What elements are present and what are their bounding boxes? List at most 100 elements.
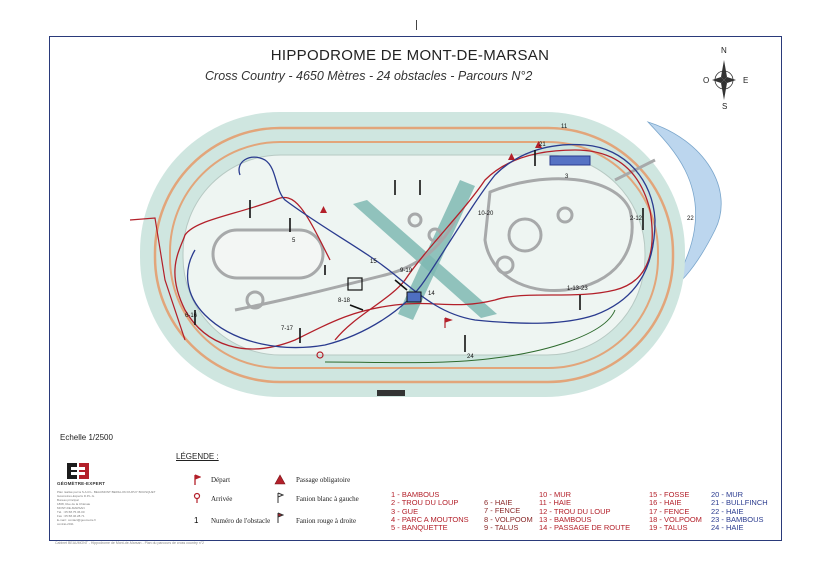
legend-white-flag: Fanion blanc à gauche — [296, 495, 359, 503]
map-label: 3 — [565, 174, 569, 180]
compass-star-icon — [712, 60, 736, 100]
legend-mandatory-passage: Passage obligatoire — [296, 476, 351, 484]
start-flag-icon — [194, 474, 201, 485]
obstacle-item: 22 - HAIE — [711, 506, 744, 516]
obstacle-item: 2 - TROU DU LOUP — [391, 498, 459, 508]
obstacle-list-col2: 6 - HAIE 7 - FENCE 8 - VOLPOOM 9 - TALUS — [484, 498, 533, 532]
map-scale: Echelle 1/2500 — [60, 433, 113, 442]
obstacle-item: 20 - MUR — [711, 490, 744, 499]
compass-south: S — [722, 102, 728, 111]
track-rail-inner — [169, 141, 659, 369]
company-details: Plan réalisé par la S.A.R.L. BEAUMONT BE… — [57, 490, 157, 526]
map-label: 21 — [539, 142, 546, 148]
inner-track-left — [211, 228, 325, 280]
obstacle-item: 18 - VOLPOOM — [649, 514, 702, 524]
red-route — [174, 149, 653, 350]
mandatory-passage-icon — [535, 141, 542, 148]
mandatory-passage-icon — [508, 153, 515, 160]
red-flag-icon — [277, 512, 284, 523]
map-label: 22 — [687, 216, 694, 222]
legend-title: LÉGENDE : — [176, 452, 219, 461]
obstacle-item: 13 - BAMBOUS — [539, 514, 592, 524]
course-map: 11 21 3 10-20 2-12 22 5 15 9-19 14 8-18 … — [129, 112, 722, 397]
obstacle-item: 9 - TALUS — [484, 522, 519, 532]
map-label: 11 — [561, 124, 568, 130]
company-line: E-mail : contact@geometre.fr — [57, 518, 97, 522]
obstacle-item: 23 - BAMBOUS — [711, 514, 764, 524]
company-line: Bureau principal — [57, 498, 79, 502]
company-line: Géomètres-Experts D.P.L.G. — [57, 494, 95, 498]
legend-start: Départ — [211, 476, 231, 484]
compass-west: O — [703, 76, 710, 85]
company-line: contrat-2011 — [57, 522, 74, 526]
water-jump — [549, 155, 591, 166]
obstacle-item: 4 - PARC A MOUTONS — [391, 514, 469, 524]
compass-north: N — [721, 46, 727, 55]
white-flag-icon — [277, 492, 284, 503]
obstacle-list-col4: 15 - FOSSE 16 - HAIE 17 - FENCE 18 - VOL… — [649, 490, 702, 533]
path-loop — [407, 212, 423, 228]
company-line: MONT-DE-MARSAN — [57, 506, 85, 510]
compass-east: E — [743, 76, 749, 85]
company-line: 1868, Rue de la Chênaie — [57, 502, 91, 506]
map-label: 14 — [428, 291, 435, 297]
obstacle-item: 24 - HAIE — [711, 523, 744, 533]
legend-finish: Arrivée — [211, 495, 233, 503]
obstacle-item: 12 - TROU DU LOUP — [539, 506, 611, 516]
geometre-expert-logo-icon — [67, 463, 89, 479]
obstacle-item: 14 - PASSAGE DE ROUTE — [539, 523, 631, 533]
legend-obstacle-number: Numéro de l'obstacle — [211, 517, 271, 525]
obstacle-item: 19 - TALUS — [649, 523, 688, 533]
obstacle-item: 1 - BAMBOUS — [391, 490, 440, 499]
map-label: 8-18 — [338, 298, 351, 304]
obstacle-item: 7 - FENCE — [484, 506, 521, 516]
legend-red-flag: Fanion rouge à droite — [296, 517, 357, 525]
obstacle-item: 10 - MUR — [539, 490, 572, 499]
green-route — [324, 309, 616, 364]
obstacle-list-col5: 20 - MUR 21 - BULLFINCH 22 - HAIE 23 - B… — [711, 490, 768, 533]
logo-text: GÉOMÈTRE-EXPERT — [57, 481, 106, 486]
company-line: Fax : 05.58.46.28.71 — [57, 514, 85, 518]
obstacle-item: 21 - BULLFINCH — [711, 498, 768, 508]
obstacle-item: 17 - FENCE — [649, 506, 690, 516]
obstacle-number-icon: 1 — [194, 516, 199, 525]
start-flag-icon — [444, 317, 453, 328]
obstacle-box — [347, 277, 363, 291]
map-label: 15 — [370, 259, 377, 265]
company-line: Plan réalisé par la S.A.R.L. BEAUMONT BE… — [57, 490, 156, 494]
path-loop — [556, 206, 574, 224]
mandatory-passage-icon — [320, 206, 327, 213]
page-subtitle: Cross Country - 4650 Mètres - 24 obstacl… — [205, 69, 533, 83]
red-route-spur — [129, 217, 186, 341]
mandatory-passage-icon — [274, 474, 286, 485]
crossing-band — [398, 180, 475, 320]
obstacle-item: 11 - HAIE — [539, 498, 571, 508]
track-rail-outer — [153, 126, 675, 384]
finish-post-icon — [316, 351, 324, 359]
obstacle-box — [406, 291, 422, 303]
path-loop — [245, 290, 265, 310]
page-title: HIPPODROME DE MONT-DE-MARSAN — [270, 47, 550, 64]
map-label: 2-12 — [630, 216, 643, 222]
obstacle-item: 6 - HAIE — [484, 498, 513, 507]
obstacle-item: 5 - BANQUETTE — [391, 523, 448, 533]
crop-mark — [416, 20, 417, 30]
finish-post-icon — [193, 492, 201, 503]
map-label: 1-13-23 — [567, 286, 588, 292]
map-label: 7-17 — [281, 326, 294, 332]
map-label: 10-20 — [478, 211, 494, 217]
map-label: 6-16 — [185, 313, 198, 319]
obstacle-list-col1: 1 - BAMBOUS 2 - TROU DU LOUP 3 - GUE 4 -… — [391, 490, 469, 533]
obstacle-item: 15 - FOSSE — [649, 490, 690, 499]
map-label: 24 — [467, 354, 474, 360]
obstacle-list-col3: 10 - MUR 11 - HAIE 12 - TROU DU LOUP 13 … — [539, 490, 631, 533]
path-loop — [495, 255, 515, 275]
obstacle-item: 16 - HAIE — [649, 498, 682, 508]
inner-track-right — [483, 177, 634, 293]
map-label: 9-19 — [400, 268, 413, 274]
obstacle-markers — [194, 150, 644, 352]
map-label: 5 — [292, 238, 296, 244]
footer-text: Cabinet BEAUMONT - Hippodrome de Mont-de… — [55, 541, 204, 545]
compass-rose-icon: N O E S — [700, 46, 750, 112]
obstacle-item: 8 - VOLPOOM — [484, 514, 533, 524]
